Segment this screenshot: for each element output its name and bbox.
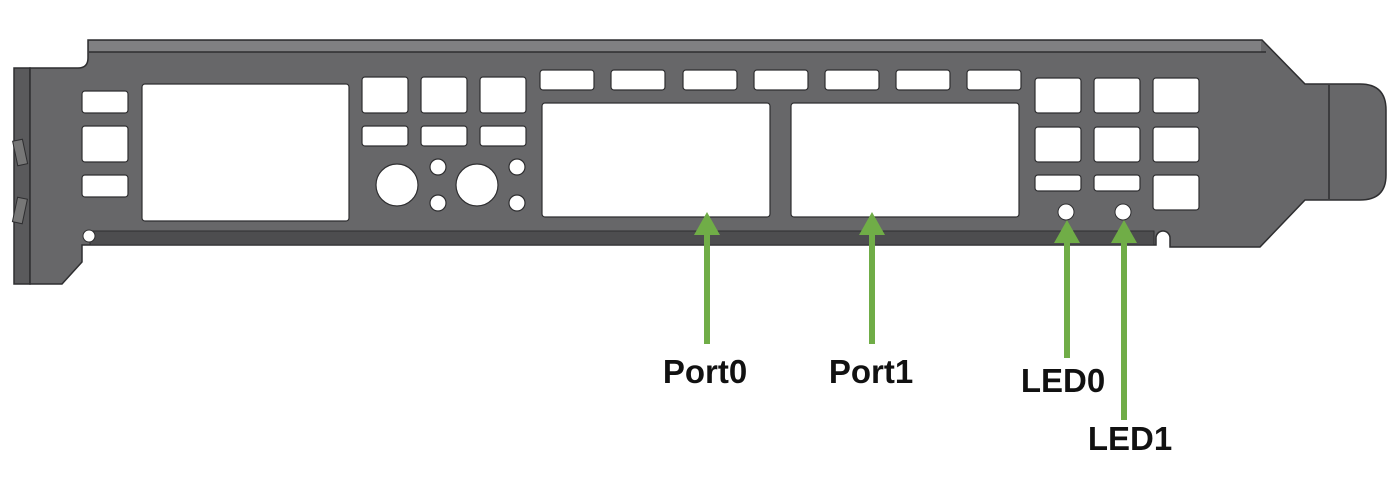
led0-arrow — [1054, 220, 1080, 358]
bracket-cutouts — [81, 69, 1200, 222]
flange-tab — [11, 196, 28, 225]
port0-cage — [541, 102, 771, 218]
led0-hole — [1057, 203, 1075, 221]
led1-hole — [1114, 203, 1132, 221]
port0-label: Port0 — [662, 353, 748, 390]
led0-label: LED0 — [1020, 362, 1106, 399]
led1-label: LED1 — [1087, 420, 1173, 457]
port1-arrow — [859, 212, 885, 344]
port0-arrow — [694, 212, 720, 344]
bottom-rail — [89, 230, 1155, 246]
flange-tab — [12, 138, 29, 167]
bracket-left-flange — [13, 67, 31, 285]
port1-cage — [790, 102, 1020, 218]
port1-label: Port1 — [828, 353, 914, 390]
led1-arrow — [1111, 220, 1137, 420]
top-highlight — [89, 41, 1261, 52]
